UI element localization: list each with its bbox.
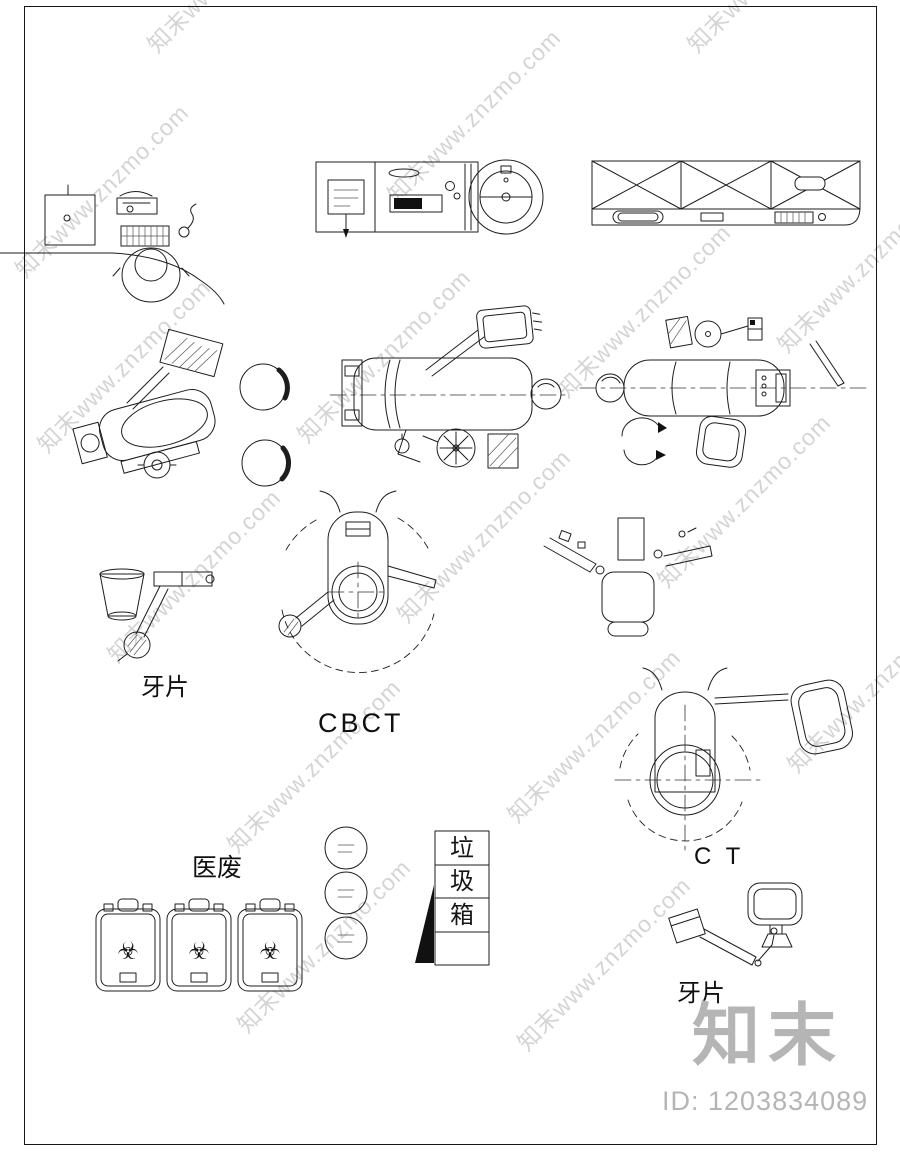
dental-chair-patient-plan-drawing [579,315,871,468]
wall-cabinet-counter-drawing [591,160,861,226]
cabinet-sink-top-view-drawing [315,159,544,238]
medical-waste-bins-drawing: ☣ ☣ ☣ [95,898,303,992]
ct-machine-drawing [614,667,854,851]
label-trash-char-1: 垃 [450,835,474,862]
biohazard-icon: ☣ [117,939,139,965]
label-cbct: CBCT [318,708,404,738]
dental-unit-rotated-top-view-drawing [72,328,291,487]
trash-box-sign-drawing: 垃 圾 箱 [415,830,490,966]
label-medical-waste: 医废 [192,855,243,882]
dental-xray-wall-unit-drawing [668,882,803,967]
label-trash-char-3: 箱 [450,902,474,929]
label-xray-right: 牙片 [677,981,725,1007]
cbct-machine-drawing [278,490,437,674]
waste-bin: ☣ [166,898,232,992]
reception-desk-drawing [0,184,225,305]
operatory-layout-drawing [543,517,713,637]
label-ct: C T [694,843,745,870]
biohazard-icon: ☣ [188,939,210,965]
label-xray-left: 牙片 [141,675,189,701]
dental-xray-arm-drawing [99,568,215,662]
brand-logo: 知末 [692,998,845,1074]
image-id: ID: 1203834089 [662,1086,869,1116]
label-trash-char-2: 圾 [450,868,474,895]
waste-bin: ☣ [237,898,303,992]
biohazard-icon: ☣ [259,939,281,965]
sheet-border [24,6,877,1145]
round-bins-drawing [324,826,368,960]
waste-bin: ☣ [95,898,161,992]
dental-chair-top-view-drawing [329,305,571,469]
